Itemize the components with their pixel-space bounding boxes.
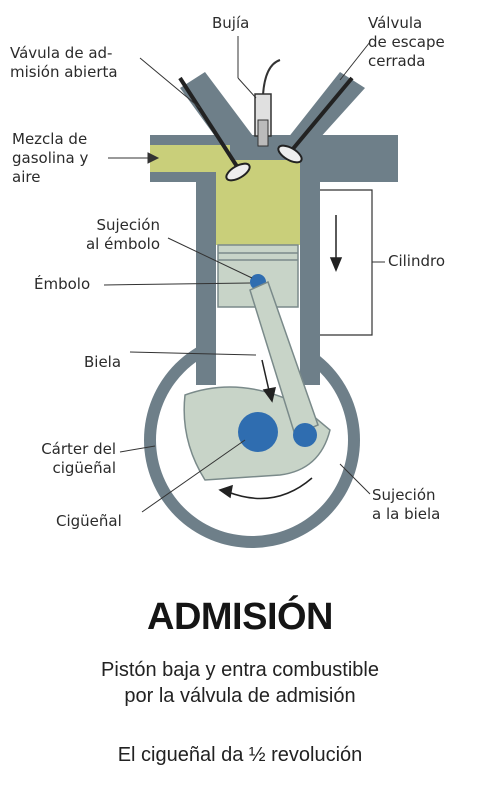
label-ciguenal: Cigüeñal <box>56 512 122 530</box>
leader-lines <box>103 36 385 513</box>
label-valvula-escape: Válvula de escape cerrada <box>368 14 445 70</box>
label-mezcla: Mezcla de gasolina y aire <box>12 130 89 186</box>
label-valvula-admision: Vávula de ad- misión abierta <box>10 44 118 81</box>
caption-revolution: El cigueñal da ½ revolución <box>117 744 363 766</box>
connecting-rod <box>249 280 319 437</box>
cylinder-wall-left <box>196 160 216 385</box>
label-embolo: Émbolo <box>34 275 91 293</box>
exhaust-valve <box>290 76 354 152</box>
label-biela: Biela <box>84 353 122 371</box>
spark-plug <box>254 59 281 147</box>
intake-valve <box>178 76 240 170</box>
label-carter: Cárter del cigüeñal <box>41 440 116 477</box>
engine-diagram <box>103 36 398 548</box>
label-sujecion-biela: Sujeción a la biela <box>372 486 441 523</box>
caption-title: ADMISIÓN <box>147 596 334 638</box>
label-sujecion-embolo: Sujeción al émbolo <box>85 216 160 253</box>
crankshaft-main <box>238 412 278 452</box>
motion-arrows <box>218 215 343 500</box>
crank-pin <box>293 423 317 447</box>
cylinder-wall-right <box>300 160 320 385</box>
cylinder-bracket <box>320 189 373 336</box>
caption-description: Pistón baja y entra combustible por la v… <box>101 659 379 707</box>
label-cilindro: Cilindro <box>388 252 446 270</box>
label-bujia: Bujía <box>212 14 250 32</box>
